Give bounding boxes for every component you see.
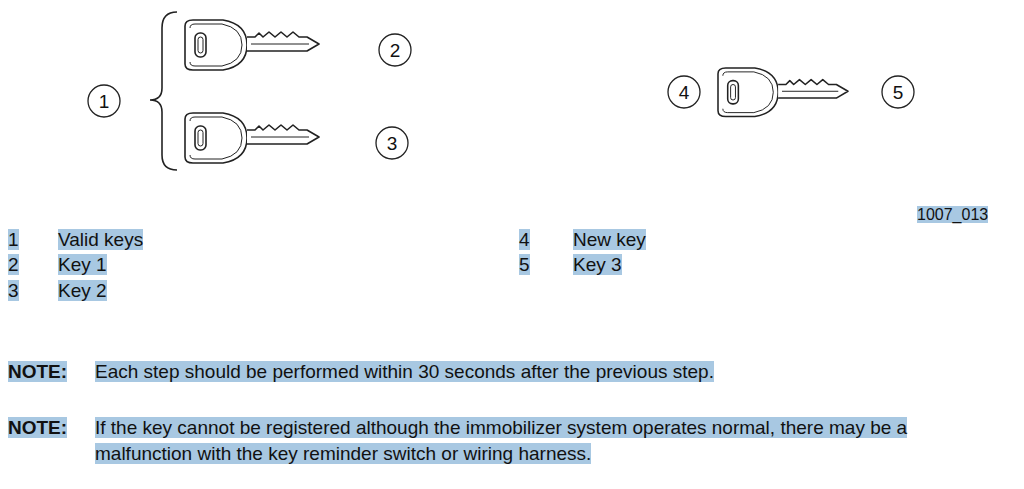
label-holder: Valid keys xyxy=(58,227,143,253)
label-holder: 3 xyxy=(8,278,19,304)
label-holder: 2 xyxy=(8,252,19,278)
callout-circle: 2 xyxy=(378,33,412,67)
key-drawing xyxy=(185,113,319,163)
legend-number: 1 xyxy=(8,229,19,250)
legend-number: 3 xyxy=(8,280,19,301)
callout-circle: 5 xyxy=(881,75,915,109)
callout-number: 5 xyxy=(893,83,904,102)
callout-circle: 3 xyxy=(375,126,409,160)
label-holder: NOTE: xyxy=(8,359,67,385)
bracket xyxy=(150,12,177,170)
label-holder: Each step should be performed within 30 … xyxy=(95,359,714,385)
note-text: If the key cannot be registered although… xyxy=(95,417,907,464)
callout-number: 1 xyxy=(99,92,110,111)
legend-text: New key xyxy=(573,229,646,250)
legend-number: 4 xyxy=(519,229,530,250)
legend-text: Key 1 xyxy=(58,254,107,275)
label-holder: 5 xyxy=(519,252,530,278)
label-holder: New key xyxy=(573,227,646,253)
label-holder: Key 3 xyxy=(573,252,622,278)
note-heading: NOTE: xyxy=(8,417,67,438)
legend-text: Valid keys xyxy=(58,229,143,250)
callout-number: 4 xyxy=(679,83,690,102)
note-heading: NOTE: xyxy=(8,361,67,382)
label-holder: 4 xyxy=(519,227,530,253)
callout-number: 3 xyxy=(387,134,398,153)
legend-number: 5 xyxy=(519,254,530,275)
label-holder: 1007_013 xyxy=(917,202,988,228)
note-text: Each step should be performed within 30 … xyxy=(95,361,714,382)
callout-number: 2 xyxy=(390,41,401,60)
label-holder: If the key cannot be registered although… xyxy=(95,415,980,467)
key-drawing xyxy=(718,68,848,117)
label-holder: 1 xyxy=(8,227,19,253)
label-holder: Key 1 xyxy=(58,252,107,278)
label-holder: Key 2 xyxy=(58,278,107,304)
legend-text: Key 3 xyxy=(573,254,622,275)
label-holder: NOTE: xyxy=(8,415,67,441)
figure-id: 1007_013 xyxy=(917,206,988,223)
legend-number: 2 xyxy=(8,254,19,275)
key-drawing xyxy=(185,20,319,70)
callout-circle: 1 xyxy=(87,84,121,118)
callout-circle: 4 xyxy=(667,75,701,109)
legend-text: Key 2 xyxy=(58,280,107,301)
